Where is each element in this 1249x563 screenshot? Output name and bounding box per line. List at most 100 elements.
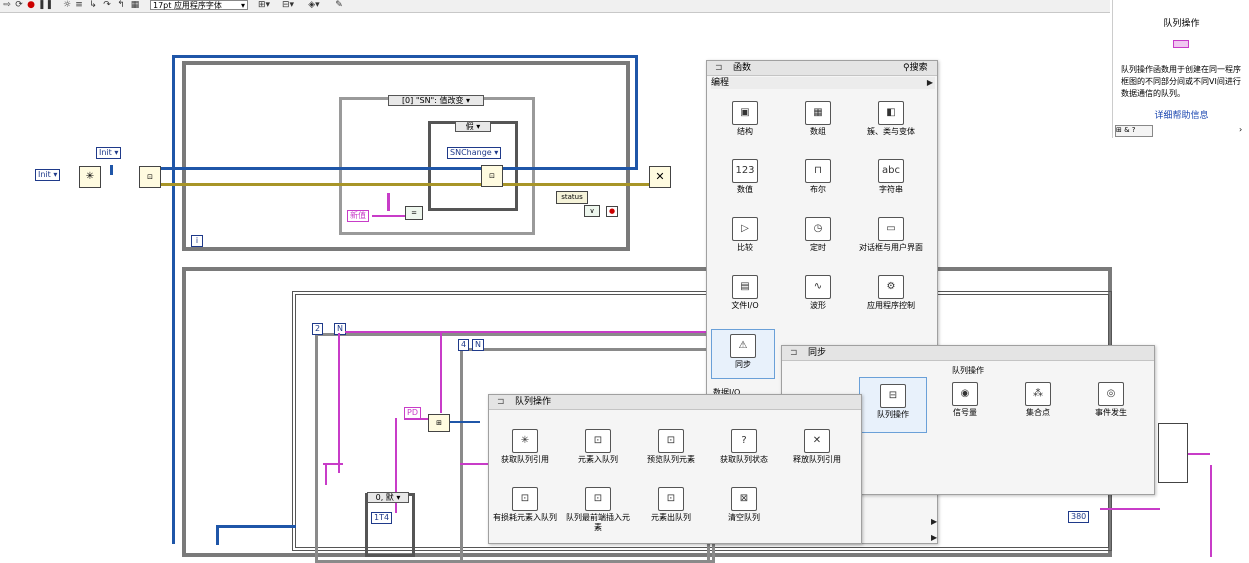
queue-ops-icon: ⊟: [880, 384, 906, 408]
pin-icon[interactable]: ⊐: [715, 63, 723, 73]
snchange-constant[interactable]: SNChange ▾: [447, 147, 502, 159]
app-control-icon: ⚙: [878, 275, 904, 299]
occurrence-icon: ◎: [1098, 382, 1124, 406]
case-structure[interactable]: [428, 121, 518, 211]
obtain-queue-icon: ✳: [512, 429, 538, 453]
context-help-window[interactable]: 队列操作 队列操作函数用于创建在同一程序框图的不同部分间或不同VI间进行数据通信…: [1112, 0, 1249, 138]
font-select[interactable]: 17pt 应用程序字体▾: [150, 0, 248, 10]
event-case-selector[interactable]: [0] "SN": 值改变 ▾: [388, 95, 484, 106]
enqueue-node[interactable]: ⊡: [139, 166, 161, 188]
case-selector[interactable]: 假 ▾: [455, 121, 491, 132]
palette-item-app-control[interactable]: ⚙应用程序控制: [859, 275, 923, 311]
abort-icon[interactable]: ●: [27, 0, 35, 10]
grid-icon[interactable]: ▦: [130, 0, 140, 10]
enqueue-icon: ⊡: [585, 429, 611, 453]
init-enum-1[interactable]: Init ▾: [35, 169, 61, 181]
rendezvous-icon: ⁂: [1025, 382, 1051, 406]
enqueue-node-inner[interactable]: ⊡: [481, 165, 503, 187]
reorder-icon[interactable]: ◈▾: [308, 0, 320, 10]
1t4-constant[interactable]: 1T4: [371, 512, 393, 524]
case-selector-lower[interactable]: 0, 默 ▾: [367, 492, 409, 503]
stop-terminal[interactable]: ●: [606, 206, 618, 217]
queue-palette[interactable]: ⊐ 队列操作 ✳获取队列引用 ⊡元素入队列 ⊡预览队列元素 ?获取队列状态 ✕释…: [488, 394, 862, 544]
file-io-icon: ▤: [732, 275, 758, 299]
step-over-icon[interactable]: ↷: [103, 0, 111, 10]
pin-icon[interactable]: ⊐: [790, 348, 798, 358]
toolbar: ⇨ ⟳ ● ❚❚ ☼ ≡ ↳ ↷ ↰ ▦ 17pt 应用程序字体▾ ⊞▾ ⊟▾ …: [0, 0, 1110, 13]
sync-palette[interactable]: ⊐ 同步 队列操作 ⊟队列操作 ◉信号量 ⁂集合点 ◎事件发生: [781, 345, 1155, 495]
obtain-queue-node[interactable]: ✳: [79, 166, 101, 188]
pd-constant[interactable]: PD: [404, 407, 421, 419]
palette-item-enqueue-front[interactable]: ⊡队列最前端插入元素: [566, 487, 630, 533]
palette-item-file-io[interactable]: ▤文件I/O: [713, 275, 777, 311]
palette-item-queue-ops[interactable]: ⊟队列操作: [859, 377, 927, 433]
category-programming[interactable]: 编程 ▶: [711, 77, 935, 89]
palette-item-obtain-queue[interactable]: ✳获取队列引用: [493, 429, 557, 465]
lossy-enqueue-icon: ⊡: [512, 487, 538, 511]
n-constant-2[interactable]: 4: [458, 339, 470, 351]
palette-item-flush-queue[interactable]: ⊠清空队列: [712, 487, 776, 523]
category-data-io[interactable]: 数据I/O: [713, 388, 741, 397]
380-constant[interactable]: 380: [1068, 511, 1090, 523]
flush-queue-icon: ⊠: [731, 487, 757, 511]
highlight-bulb-icon[interactable]: ☼: [62, 0, 72, 10]
sync-palette-header: ⊐ 同步: [782, 346, 1154, 361]
palette-item-occurrence[interactable]: ◎事件发生: [1079, 382, 1143, 418]
step-out-icon[interactable]: ↰: [117, 0, 125, 10]
cleanup-icon[interactable]: ✎: [335, 0, 343, 10]
palette-item-timing[interactable]: ◷定时: [786, 217, 850, 253]
palette-item-structure[interactable]: ▣结构: [713, 101, 777, 137]
search-button[interactable]: ⚲搜索: [903, 63, 928, 73]
string-icon: abc: [878, 159, 904, 183]
palette-item-release-queue[interactable]: ✕释放队列引用: [785, 429, 849, 465]
n-constant-1[interactable]: 2: [312, 323, 324, 335]
equal-node[interactable]: =: [405, 206, 423, 220]
palette-item-dequeue[interactable]: ⊡元素出队列: [639, 487, 703, 523]
pause-icon[interactable]: ❚❚: [38, 0, 54, 10]
structure-icon: ▣: [732, 101, 758, 125]
help-detail-link[interactable]: 详细帮助信息: [1154, 111, 1209, 121]
palette-item-lossy-enqueue[interactable]: ⊡有损耗元素入队列: [493, 487, 557, 523]
build-array-node[interactable]: [1158, 423, 1188, 483]
cluster-icon: ◧: [878, 101, 904, 125]
help-lock-icon[interactable]: ⊞ & ?: [1115, 125, 1153, 137]
release-queue-node[interactable]: ✕: [649, 166, 671, 188]
status-unbundle[interactable]: status: [556, 191, 588, 204]
preview-queue-icon: ⊡: [658, 429, 684, 453]
palette-item-array[interactable]: ▦数组: [786, 101, 850, 137]
while-loop[interactable]: [182, 61, 630, 251]
palette-item-enqueue[interactable]: ⊡元素入队列: [566, 429, 630, 465]
palette-item-cluster[interactable]: ◧簇、类与变体: [859, 101, 923, 137]
release-queue-icon: ✕: [804, 429, 830, 453]
functions-palette-header: ⊐ 函数 ⚲搜索: [707, 61, 937, 76]
dialog-icon: ▭: [878, 217, 904, 241]
run-continuous-icon[interactable]: ⟳: [15, 0, 23, 10]
semaphore-icon: ◉: [952, 382, 978, 406]
step-into-icon[interactable]: ↳: [89, 0, 97, 10]
palette-item-boolean[interactable]: ⊓布尔: [786, 159, 850, 195]
new-value-terminal[interactable]: 新值: [347, 210, 369, 222]
palette-item-comparison[interactable]: ▷比较: [713, 217, 777, 253]
palette-item-sync[interactable]: ⚠同步: [711, 329, 775, 379]
search-icon: ⚲: [903, 63, 910, 73]
palette-item-waveform[interactable]: ∿波形: [786, 275, 850, 311]
run-arrow-icon[interactable]: ⇨: [3, 0, 11, 10]
timing-icon: ◷: [805, 217, 831, 241]
distribute-icon[interactable]: ⊟▾: [281, 0, 295, 10]
pin-icon[interactable]: ⊐: [497, 397, 505, 407]
align-icon[interactable]: ⊞▾: [257, 0, 271, 10]
or-node[interactable]: ∨: [584, 205, 600, 217]
palette-item-queue-status[interactable]: ?获取队列状态: [712, 429, 776, 465]
init-enum-2[interactable]: Init ▾: [96, 147, 122, 159]
palette-item-preview-queue[interactable]: ⊡预览队列元素: [639, 429, 703, 465]
palette-item-dialog[interactable]: ▭对话框与用户界面: [859, 217, 923, 253]
retain-wire-icon[interactable]: ≡: [75, 0, 83, 10]
palette-item-rendezvous[interactable]: ⁂集合点: [1006, 382, 1070, 418]
sync-section-label: 队列操作: [952, 366, 984, 375]
chevron-right-icon[interactable]: ›: [1239, 125, 1243, 134]
array-icon: ▦: [805, 101, 831, 125]
pd-node[interactable]: ⊞: [428, 414, 450, 432]
palette-item-semaphore[interactable]: ◉信号量: [933, 382, 997, 418]
